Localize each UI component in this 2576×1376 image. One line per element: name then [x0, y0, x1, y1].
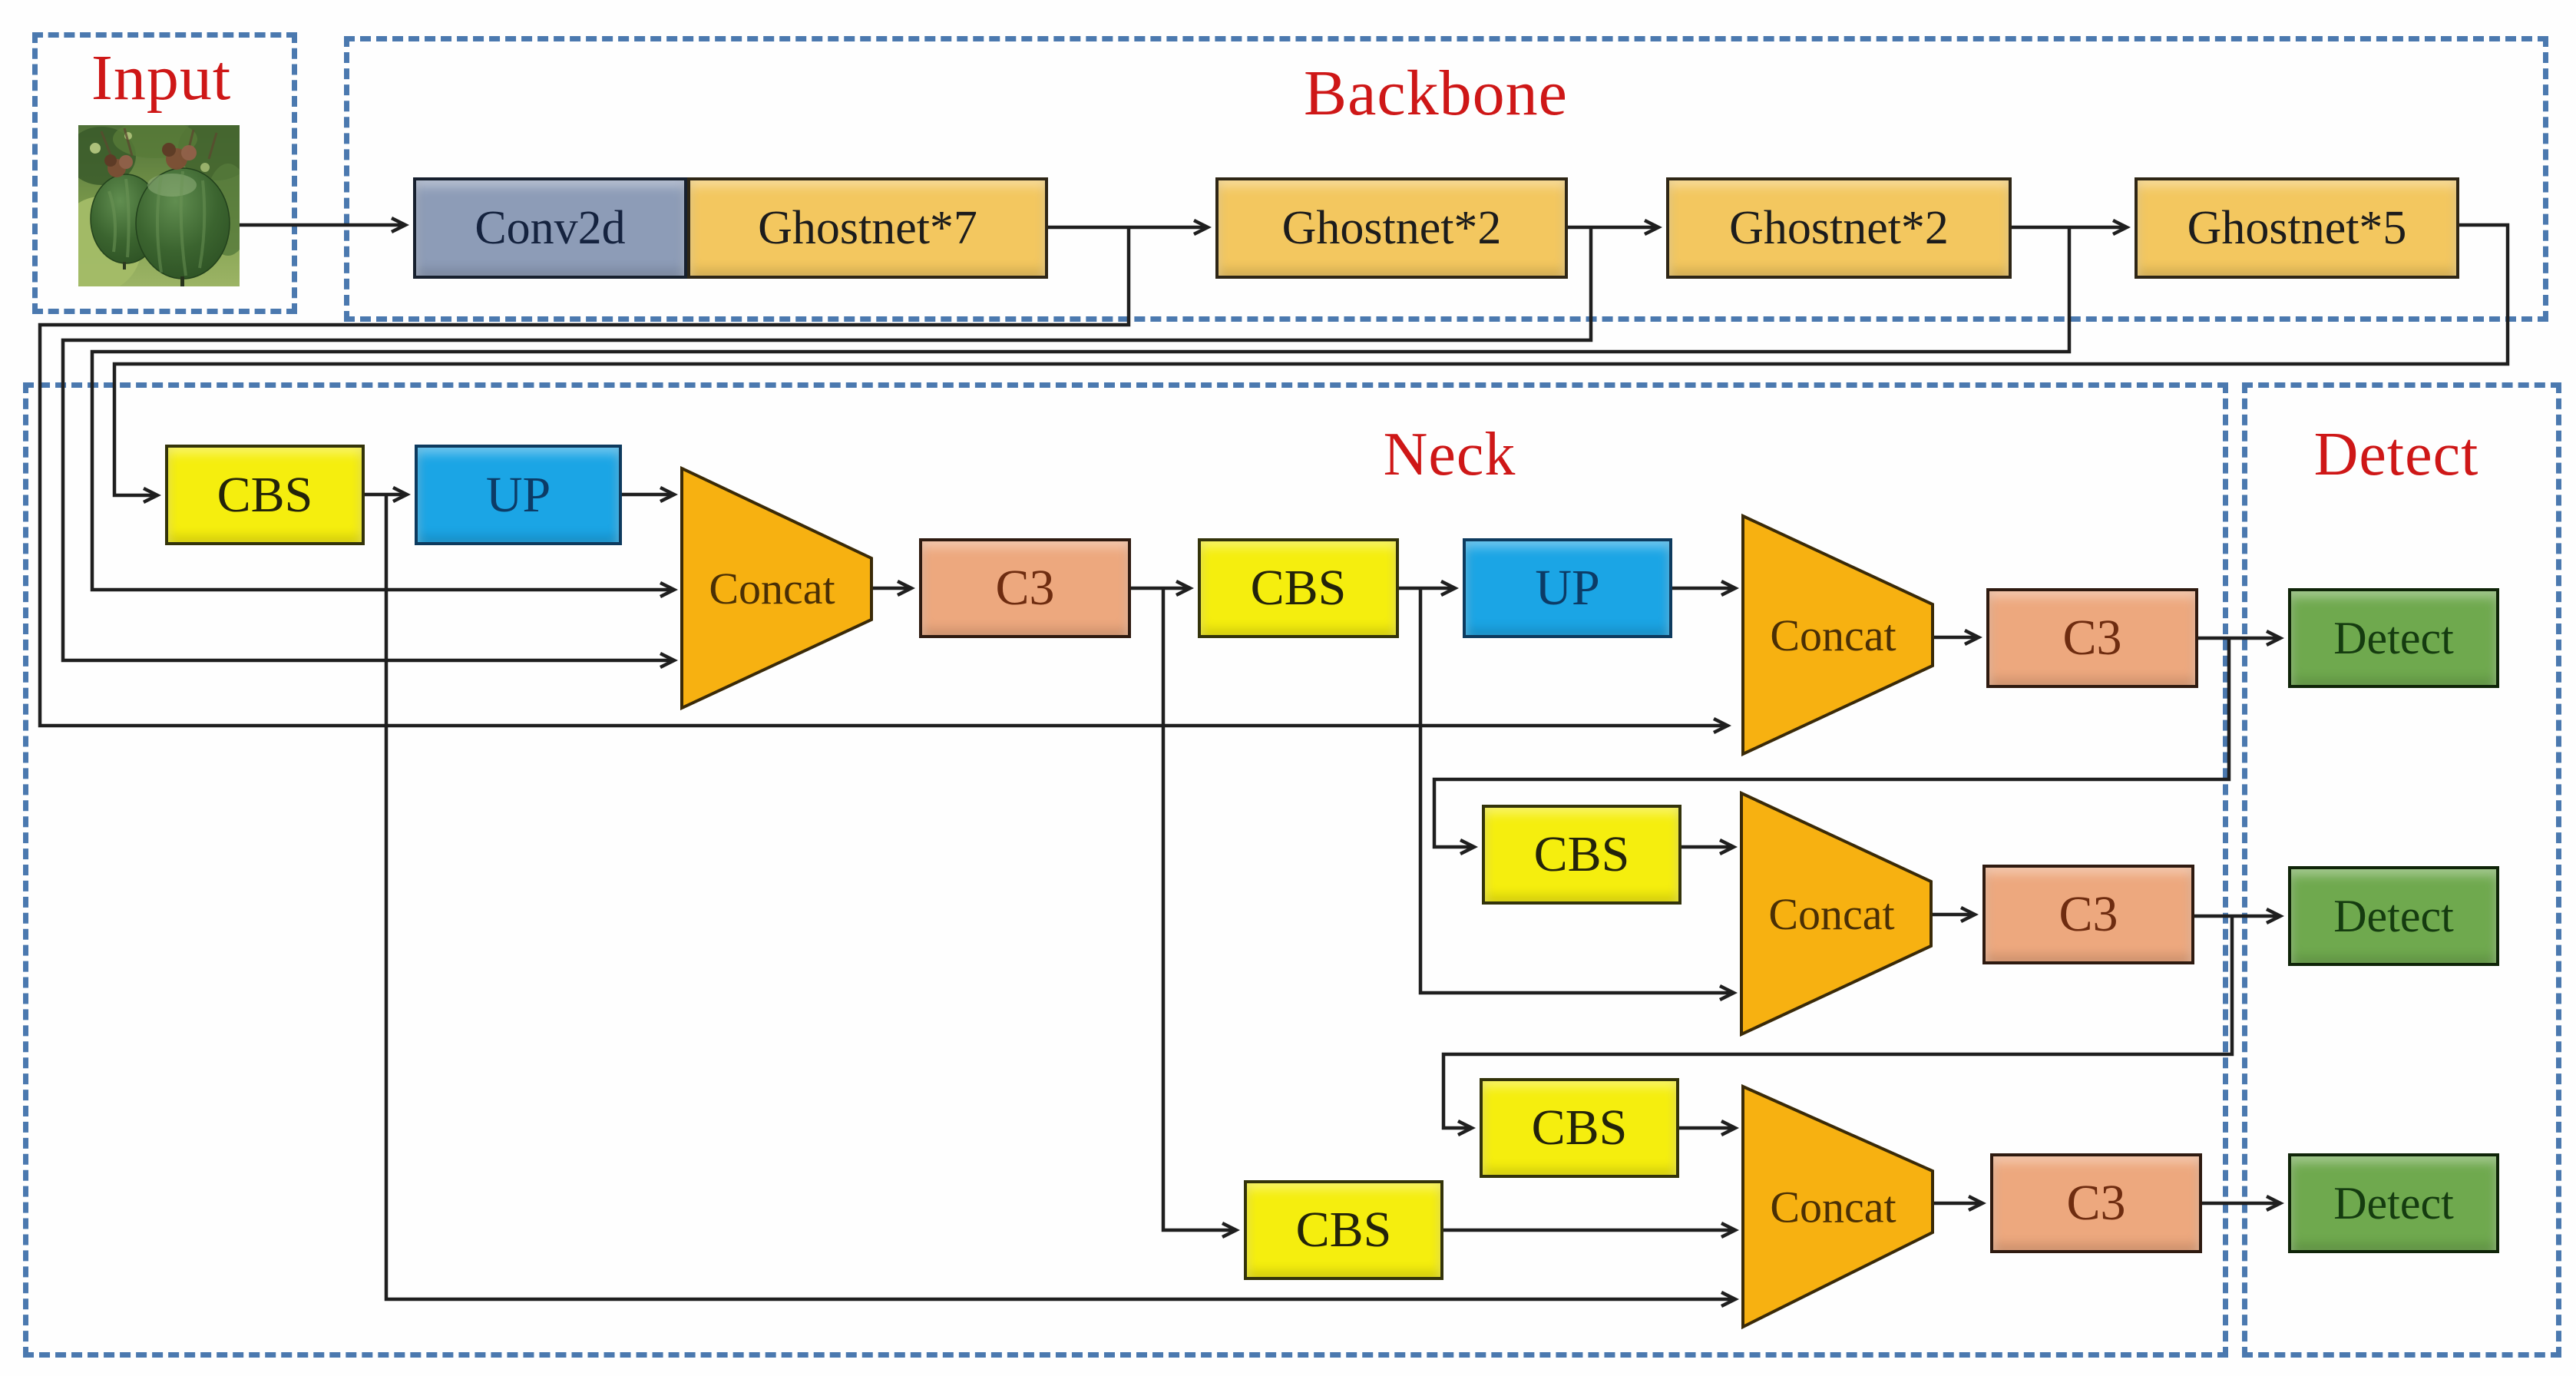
node-cbs4: CBS — [1480, 1078, 1679, 1178]
detect3-label: Detect — [2333, 1178, 2454, 1229]
detect1-label: Detect — [2333, 613, 2454, 663]
connector-arrow-23 — [1441, 916, 2234, 1128]
backbone-region-box — [344, 36, 2548, 322]
node-ghostnet2a: Ghostnet*2 — [1215, 177, 1568, 279]
node-c3_1: C3 — [919, 538, 1131, 638]
node-ghostnet7: Ghostnet*7 — [687, 177, 1048, 279]
node-cbs1: CBS — [165, 445, 365, 545]
connector-arrow-15 — [1418, 588, 1732, 993]
node-cbs2: CBS — [1198, 538, 1399, 638]
node-cbs3: CBS — [1482, 805, 1682, 905]
node-c3_4: C3 — [1990, 1153, 2202, 1253]
ghostnet2b-label: Ghostnet*2 — [1729, 202, 1949, 254]
node-concat4: Concat — [1741, 1083, 1934, 1330]
connector-arrow-13 — [1161, 588, 1235, 1230]
connector-arrow-5 — [38, 227, 1726, 726]
cbs1-label: CBS — [217, 466, 313, 523]
node-c3_3: C3 — [1982, 865, 2194, 964]
input-photo — [78, 125, 240, 286]
node-detect3: Detect — [2288, 1153, 2499, 1253]
node-detect1: Detect — [2288, 588, 2499, 688]
up2-label: UP — [1535, 560, 1600, 616]
up1-label: UP — [485, 466, 551, 523]
detect2-label: Detect — [2333, 891, 2454, 941]
cbs5-label: CBS — [1295, 1202, 1392, 1258]
node-ghostnet5: Ghostnet*5 — [2135, 177, 2459, 279]
connector-arrow-9 — [384, 495, 1734, 1299]
connector-arrow-19 — [1432, 638, 2231, 847]
cbs4-label: CBS — [1531, 1100, 1628, 1156]
ghostnet5-label: Ghostnet*5 — [2187, 202, 2407, 254]
neck-region-label: Neck — [1383, 421, 1516, 488]
concat1-label: Concat — [709, 564, 835, 614]
concat3-label: Concat — [1768, 889, 1894, 939]
concat4-shape — [1741, 1083, 1934, 1330]
node-concat3: Concat — [1740, 790, 1933, 1037]
node-conv2d: Conv2d — [413, 177, 687, 279]
node-up2: UP — [1463, 538, 1672, 638]
ghostnet7-label: Ghostnet*7 — [758, 202, 977, 254]
ghostnet2a-label: Ghostnet*2 — [1281, 202, 1502, 254]
c3_2-label: C3 — [2062, 610, 2122, 666]
node-detect2: Detect — [2288, 866, 2499, 966]
node-cbs5: CBS — [1244, 1180, 1443, 1280]
concat4-label: Concat — [1770, 1182, 1896, 1232]
node-concat1: Concat — [680, 465, 873, 711]
node-ghostnet2b: Ghostnet*2 — [1666, 177, 2012, 279]
conv2d-label: Conv2d — [475, 202, 626, 254]
node-concat2: Concat — [1741, 513, 1934, 757]
detect-region-box — [2242, 382, 2561, 1358]
connector-arrow-7 — [90, 227, 2072, 590]
c3_4-label: C3 — [2066, 1175, 2126, 1231]
connector-arrow-4 — [112, 223, 2510, 495]
c3_1-label: C3 — [995, 560, 1055, 616]
backbone-region-label: Backbone — [1304, 58, 1568, 129]
input-region-box — [32, 32, 297, 314]
c3_3-label: C3 — [2058, 886, 2118, 942]
concat2-label: Concat — [1770, 610, 1896, 660]
input-region-label: Input — [91, 42, 232, 114]
concat1-shape — [680, 465, 873, 711]
concat2-shape — [1741, 513, 1934, 757]
cbs2-label: CBS — [1250, 560, 1347, 616]
cbs3-label: CBS — [1533, 826, 1630, 882]
connector-arrow-6 — [61, 227, 1593, 660]
neck-region-box — [23, 382, 2228, 1358]
concat3-shape — [1740, 790, 1933, 1037]
detect-region-label: Detect — [2313, 421, 2479, 488]
node-up1: UP — [415, 445, 622, 545]
node-c3_2: C3 — [1986, 588, 2198, 688]
